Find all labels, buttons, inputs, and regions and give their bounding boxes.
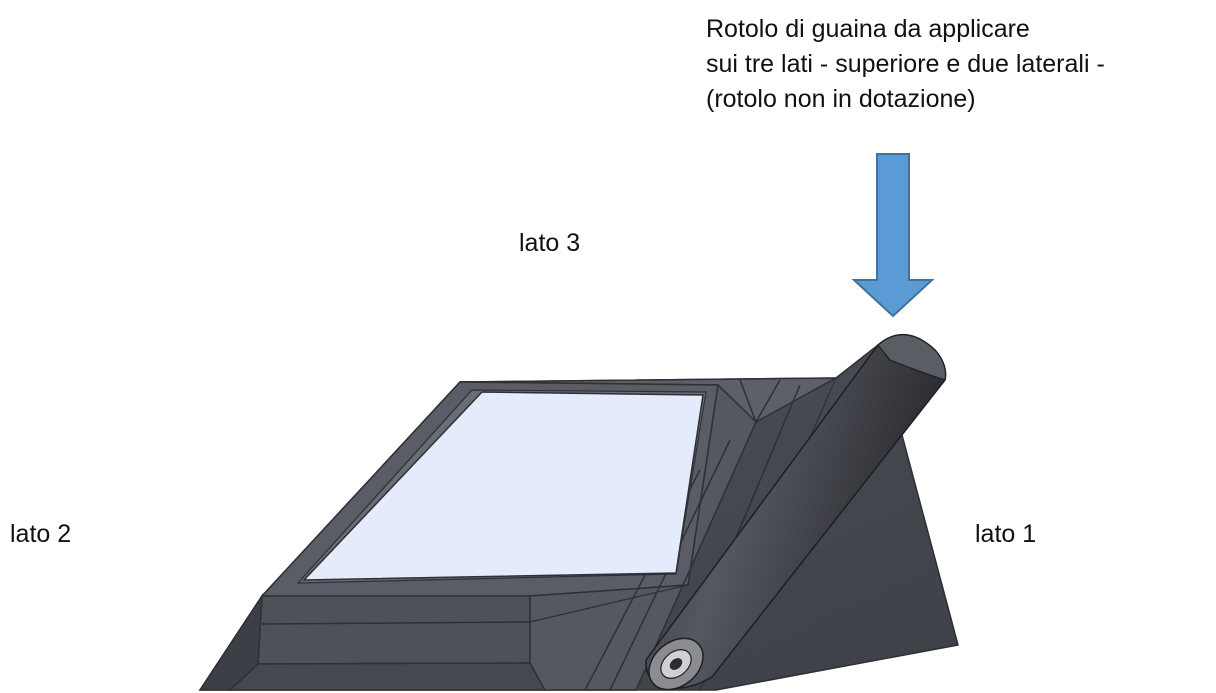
glass-pane bbox=[302, 391, 704, 581]
caption-line-2: sui tre lati - superiore e due laterali … bbox=[706, 50, 1105, 78]
side-3-label: lato 3 bbox=[519, 229, 581, 257]
membrane-roll bbox=[645, 333, 947, 691]
down-arrow-icon bbox=[851, 153, 935, 318]
side-2-label: lato 2 bbox=[10, 520, 72, 548]
caption: Rotolo di guaina da applicare sui tre la… bbox=[706, 12, 1105, 117]
caption-line-1: Rotolo di guaina da applicare bbox=[706, 15, 1030, 43]
side-1-label: lato 1 bbox=[975, 520, 1037, 548]
caption-line-3: (rotolo non in dotazione) bbox=[706, 85, 976, 113]
